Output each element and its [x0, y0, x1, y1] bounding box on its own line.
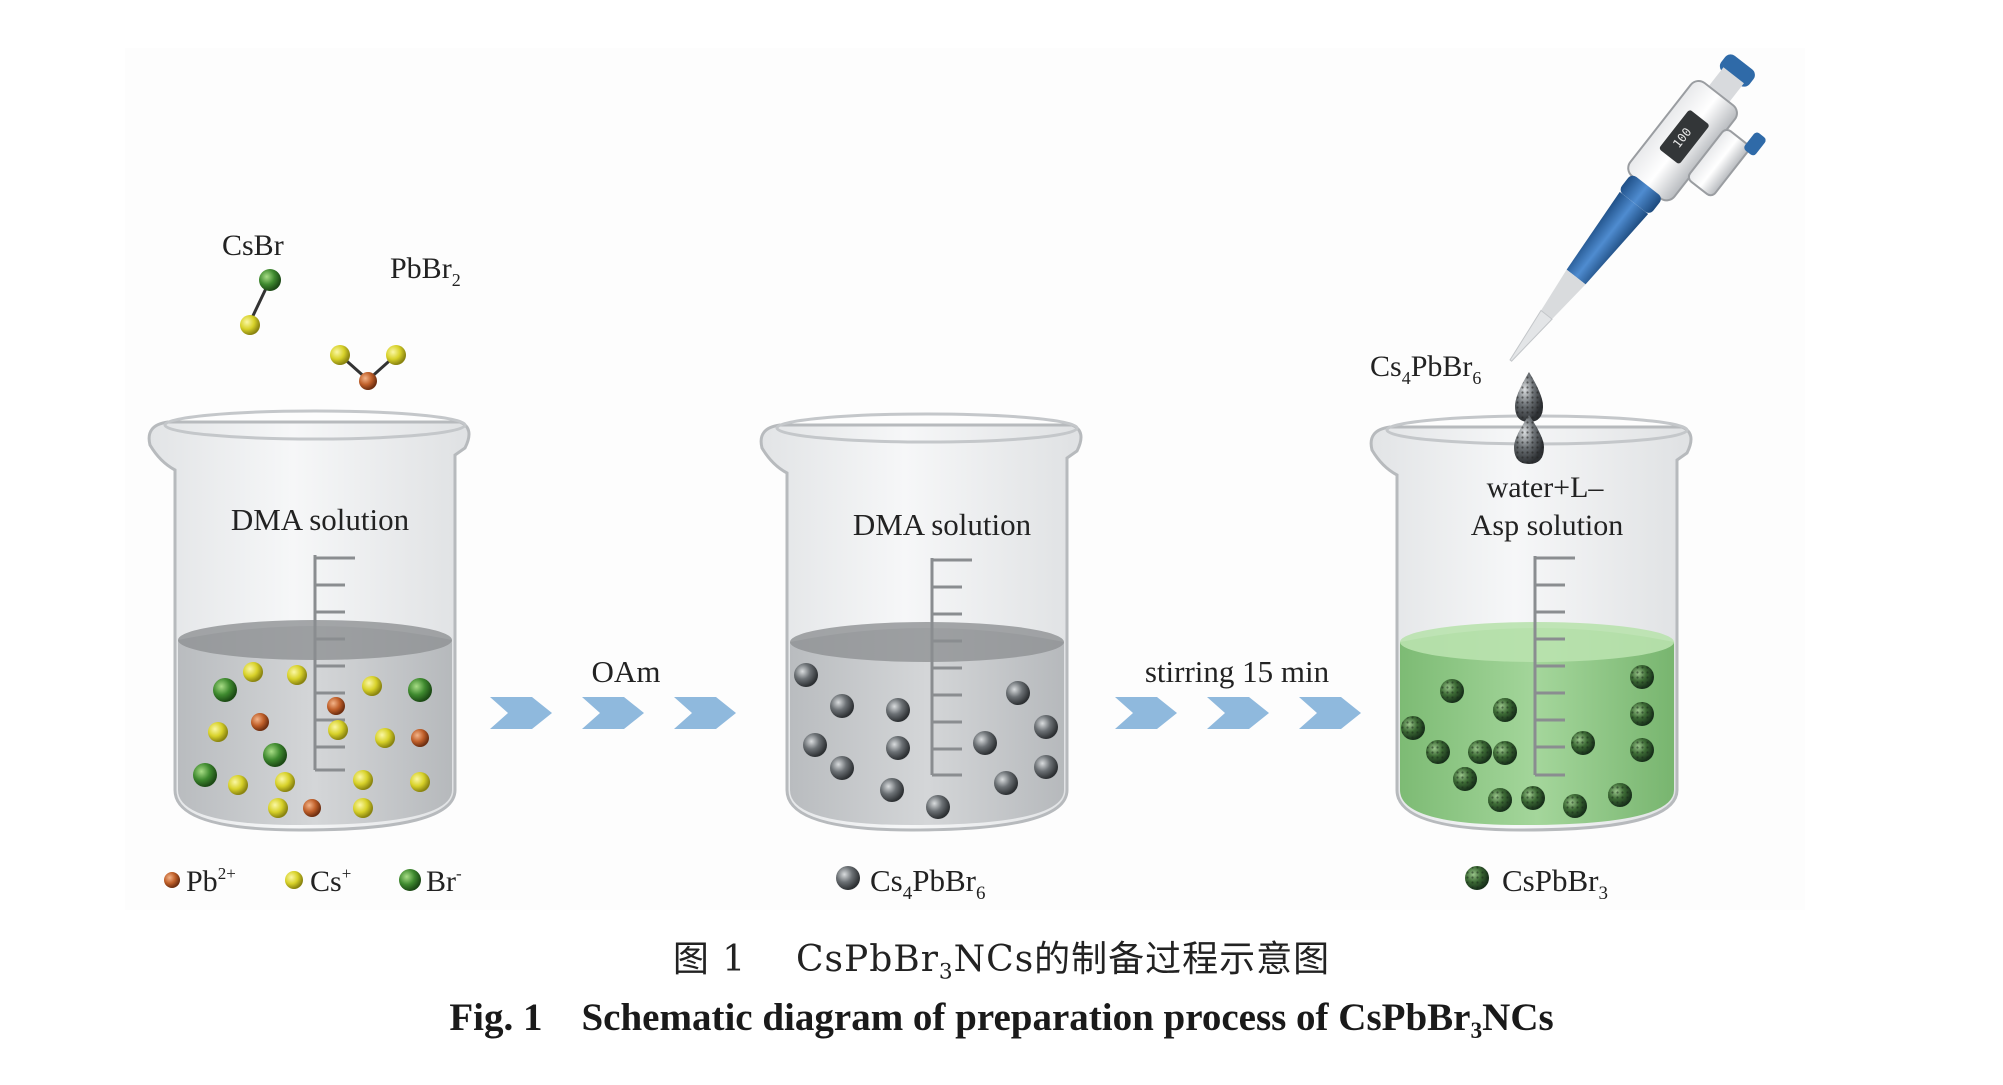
beaker-1-ions — [193, 662, 432, 818]
legend-br: Br- — [426, 864, 462, 898]
figure-caption-chinese: 图 1 CsPbBr3 NCs的制备过程示意图 — [0, 930, 2003, 985]
step-arrows-2 — [1115, 697, 1361, 729]
pbbr2-molecule: PbBr2 — [330, 252, 461, 390]
pipette-icon: 100 — [1509, 54, 1766, 362]
caption-en-sub: 3 — [1470, 1018, 1483, 1045]
beaker-1-scale — [313, 555, 355, 772]
chevron-arrow-icon — [1299, 697, 1361, 729]
chevron-arrow-icon — [490, 697, 552, 729]
beaker-3: water+L– Asp solution — [1369, 414, 1693, 832]
legend-cs4pbbr6: Cs4PbBr6 — [870, 863, 986, 904]
beaker-2-label: DMA solution — [853, 507, 1032, 542]
ion-legend: Pb2+ Cs+ Br- — [164, 864, 462, 898]
step-label-oam: OAm — [592, 654, 661, 689]
beaker-2-particles — [794, 663, 1058, 819]
chevron-arrow-icon — [582, 697, 644, 729]
step-label-stirring: stirring 15 min — [1145, 654, 1330, 689]
csbr-molecule: CsBr — [222, 229, 284, 335]
caption-en-text: Schematic diagram of preparation process… — [581, 996, 1471, 1039]
caption-en-suffix: NCs — [1482, 996, 1554, 1039]
cspbbr3-legend: CsPbBr3 — [1465, 863, 1608, 904]
cs4pbbr6-legend: Cs4PbBr6 — [836, 863, 986, 904]
beaker-3-scale — [1533, 556, 1575, 777]
beaker-1-label: DMA solution — [231, 502, 410, 537]
beaker-3-label-line-1: water+L– — [1487, 471, 1605, 504]
beaker-2: DMA solution — [759, 412, 1083, 832]
legend-pb: Pb2+ — [186, 864, 236, 898]
legend-cs: Cs+ — [310, 864, 351, 898]
beaker-3-label-line-2: Asp solution — [1471, 509, 1624, 542]
chevron-arrow-icon — [1115, 697, 1177, 729]
chevron-arrow-icon — [1207, 697, 1269, 729]
caption-cn-formula-sub: 3 — [938, 959, 954, 985]
figure-caption-english: Fig. 1 Schematic diagram of preparation … — [0, 995, 2003, 1045]
caption-cn-prefix: 图 1 — [672, 939, 747, 980]
legend-cspbbr3: CsPbBr3 — [1502, 863, 1608, 904]
beaker-3-particles — [1401, 665, 1654, 818]
caption-cn-formula: CsPbBr — [795, 939, 939, 980]
pbbr2-label: PbBr2 — [390, 252, 461, 290]
caption-en-prefix: Fig. 1 — [449, 996, 543, 1039]
caption-cn-text: NCs的制备过程示意图 — [953, 939, 1331, 980]
beaker-2-scale — [930, 558, 972, 777]
beaker-1: DMA solution — [147, 409, 471, 832]
chevron-arrow-icon — [674, 697, 736, 729]
csbr-label: CsBr — [222, 229, 284, 262]
step-arrows-1 — [490, 697, 736, 729]
cs4pbbr6-drops — [1514, 372, 1544, 464]
dropper-label: Cs4PbBr6 — [1370, 350, 1481, 388]
